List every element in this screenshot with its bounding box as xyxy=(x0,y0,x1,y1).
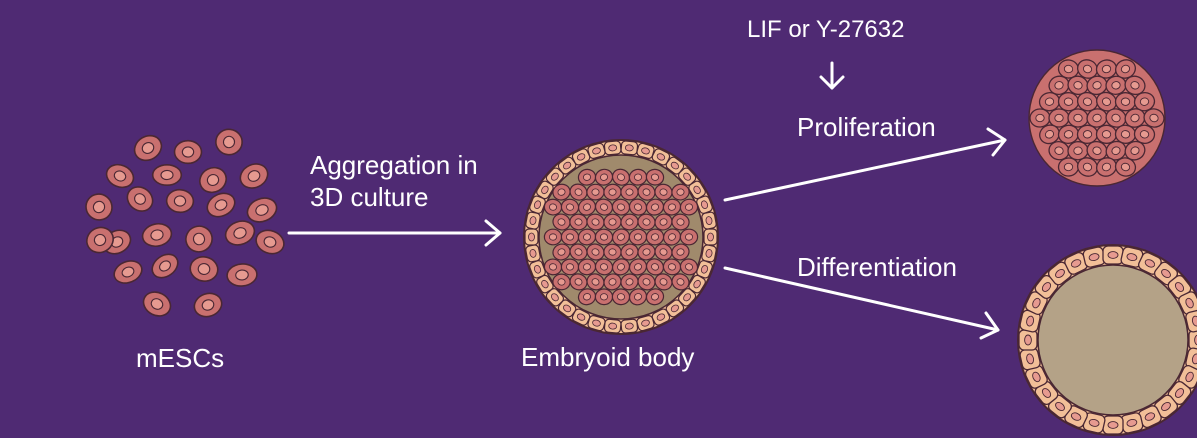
epithelial-cell xyxy=(525,244,541,262)
cyst-epithelial-cell xyxy=(1189,330,1197,350)
mesc-cell xyxy=(222,217,258,249)
inner-cell xyxy=(612,289,630,305)
mesc-cell xyxy=(182,222,216,255)
mescs-cell-cluster xyxy=(81,128,287,321)
mesc-cell xyxy=(226,263,258,287)
epithelial-cell xyxy=(621,141,638,155)
mesc-cell xyxy=(196,163,231,197)
mescs-label: mESCs xyxy=(136,344,224,372)
cyst-epithelial-cell xyxy=(1103,416,1123,434)
mesc-cell xyxy=(148,250,183,283)
inner-cell xyxy=(621,184,638,200)
differentiated-cyst xyxy=(1018,245,1197,435)
mesc-cell xyxy=(174,141,201,164)
cyst-epithelial-cell xyxy=(1082,246,1106,268)
mesc-cell xyxy=(191,290,225,320)
mesc-cell xyxy=(140,221,173,249)
inner-cell xyxy=(603,244,621,261)
epithelial-cell xyxy=(701,244,717,262)
mesc-cell xyxy=(153,165,182,186)
proliferated-cell xyxy=(1096,125,1117,144)
epithelial-cell xyxy=(525,229,538,245)
epithelial-cell xyxy=(604,141,621,155)
mesc-cell xyxy=(244,194,280,226)
inner-cell xyxy=(595,289,612,305)
mesc-cell xyxy=(81,189,117,225)
epithelial-cell xyxy=(604,319,621,333)
mesc-cell xyxy=(111,257,145,287)
mesc-cell xyxy=(188,254,220,283)
epithelial-cell xyxy=(621,319,638,333)
differentiation-label: Differentiation xyxy=(797,253,957,281)
mesc-cell xyxy=(203,189,238,221)
embryoid-body-label: Embryoid body xyxy=(521,343,694,371)
cyst-epithelial-cell xyxy=(1103,246,1123,264)
cyst-epithelial-cell xyxy=(1019,330,1037,350)
proliferated-cell xyxy=(1115,93,1135,111)
down-arrow-icon xyxy=(821,63,843,88)
embryoid-body-sphere xyxy=(524,140,718,334)
mesc-cell xyxy=(103,161,137,192)
mesc-cell xyxy=(236,160,271,193)
inner-cell xyxy=(561,259,579,276)
aggregation-arrow xyxy=(289,221,500,245)
treatment-label: LIF or Y-27632 xyxy=(747,16,904,44)
inner-cell xyxy=(544,229,561,245)
inner-cell xyxy=(561,229,579,245)
epithelial-cell xyxy=(704,229,717,245)
inner-cell xyxy=(586,184,604,201)
proliferation-label: Proliferation xyxy=(797,113,936,141)
inner-cell xyxy=(680,229,698,245)
mesc-cell xyxy=(214,128,243,156)
proliferated-cell-cluster xyxy=(1029,50,1166,186)
mesc-cell xyxy=(139,288,174,321)
epithelial-cell xyxy=(701,212,717,230)
cyst-epithelial-cell xyxy=(1120,412,1144,434)
aggregation-label-line2: 3D culture xyxy=(310,183,429,211)
cyst-epithelial-cell xyxy=(1019,347,1041,371)
aggregation-label-line1: Aggregation in xyxy=(310,151,478,179)
epithelial-cell xyxy=(525,212,541,230)
mesc-cell xyxy=(166,189,194,213)
mesc-cell xyxy=(130,131,166,165)
mesc-cell xyxy=(123,182,158,216)
inner-cell xyxy=(595,229,613,246)
proliferated-cell xyxy=(1030,109,1051,128)
mesc-cell xyxy=(253,226,287,257)
